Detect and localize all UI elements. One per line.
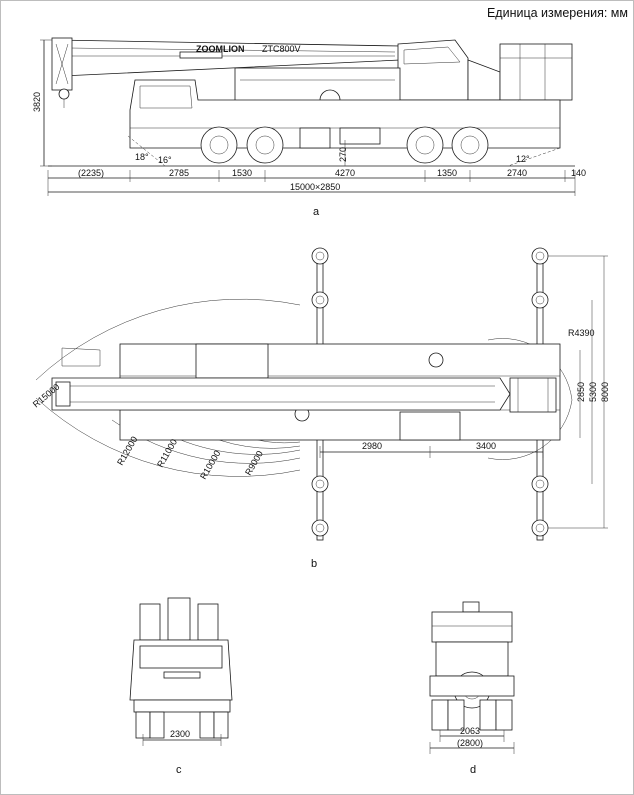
carrier-chassis (129, 79, 561, 149)
dim-outrigger-front: 2980 (362, 441, 382, 451)
dim-axle-2: 1530 (232, 168, 252, 178)
unit-label: Единица измерения: мм (486, 6, 628, 20)
front-view: 2300 c (129, 597, 233, 776)
dim-front-overhang: (2235) (78, 168, 104, 178)
width-2850: 2850 (576, 382, 586, 402)
ground-clearance: 270 (338, 147, 348, 162)
rear-track-dim: 2063 (460, 726, 480, 736)
view-label-a: a (313, 206, 320, 218)
radius-12000: R12000 (115, 435, 139, 467)
model-text: ZTC800V (262, 44, 301, 54)
dim-axle-3: 4270 (335, 168, 355, 178)
approach-angle-1: 18° (135, 152, 149, 162)
departure-angle: 12° (516, 154, 530, 164)
total-length-dim: 15000×2850 (290, 182, 340, 192)
width-5300: 5300 (588, 382, 598, 402)
boom: ZOOMLION ZTC800V (51, 37, 401, 108)
width-8000: 8000 (600, 382, 610, 402)
dim-axle-4: 1350 (437, 168, 457, 178)
radius-11000: R11000 (155, 437, 179, 469)
side-wheels (200, 126, 489, 164)
dim-rear-overhang: 2740 (507, 168, 527, 178)
top-view: R15000 R12000 R11000 R10000 R9000 R4390 … (31, 247, 610, 570)
view-label-d: d (470, 764, 476, 776)
dim-outrigger-rear: 3400 (476, 441, 496, 451)
radius-4390: R4390 (568, 328, 595, 338)
front-track-dim: 2300 (170, 729, 190, 739)
dim-axle-1: 2785 (169, 168, 189, 178)
rear-overall-dim: (2800) (457, 738, 483, 748)
approach-angle-2: 16° (158, 155, 172, 165)
view-label-b: b (311, 558, 317, 570)
dim-rear-tail: 140 (571, 168, 586, 178)
side-view: ZOOMLION ZTC800V (32, 37, 586, 218)
brand-text: ZOOMLION (196, 44, 245, 54)
rear-view: 2063 (2800) d (429, 601, 515, 776)
boom-plan (51, 347, 511, 411)
height-dim: 3820 (32, 92, 42, 112)
view-label-c: c (176, 764, 182, 776)
crane-cab (397, 39, 573, 101)
